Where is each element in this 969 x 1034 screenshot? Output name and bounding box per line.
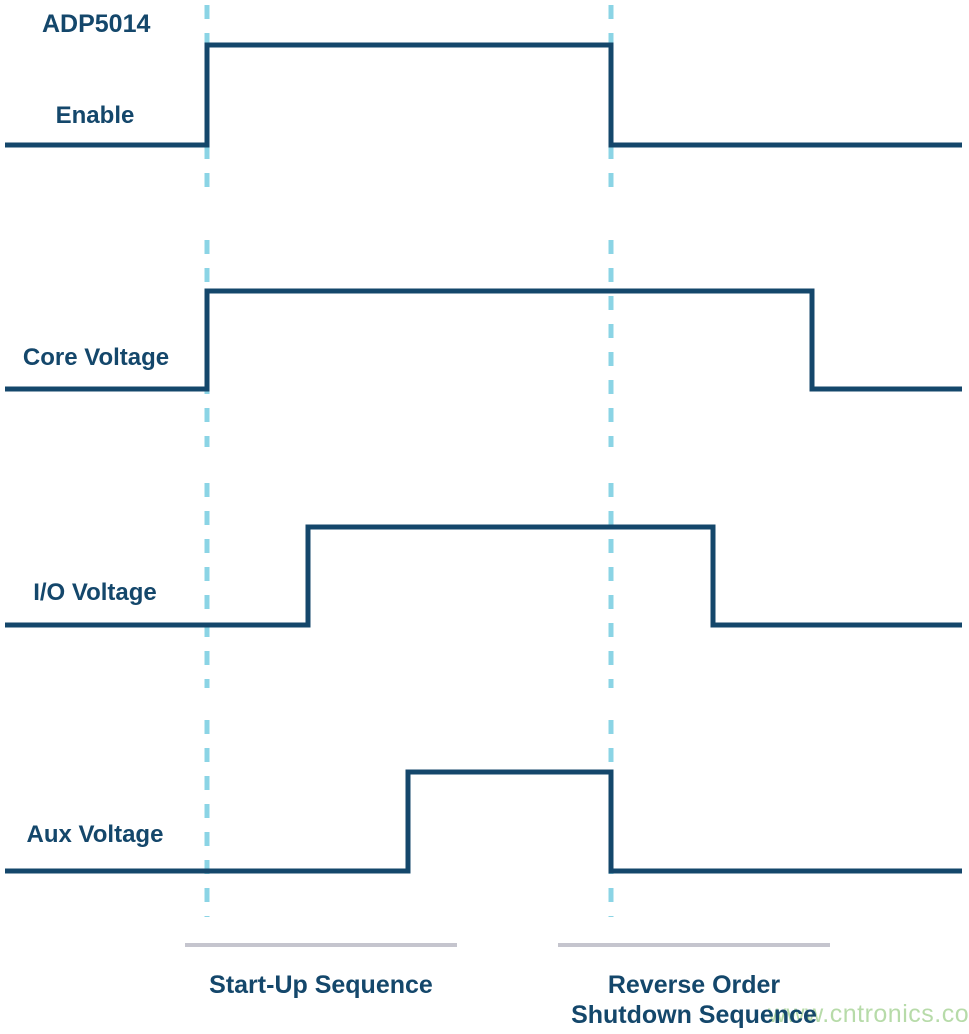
waveform-i-o-voltage — [5, 524, 962, 628]
watermark-text: www.cntronics.com — [768, 1000, 969, 1028]
waveform-aux-voltage — [5, 769, 962, 874]
waveform-enable — [5, 42, 962, 148]
waveform-core-voltage — [5, 288, 962, 392]
